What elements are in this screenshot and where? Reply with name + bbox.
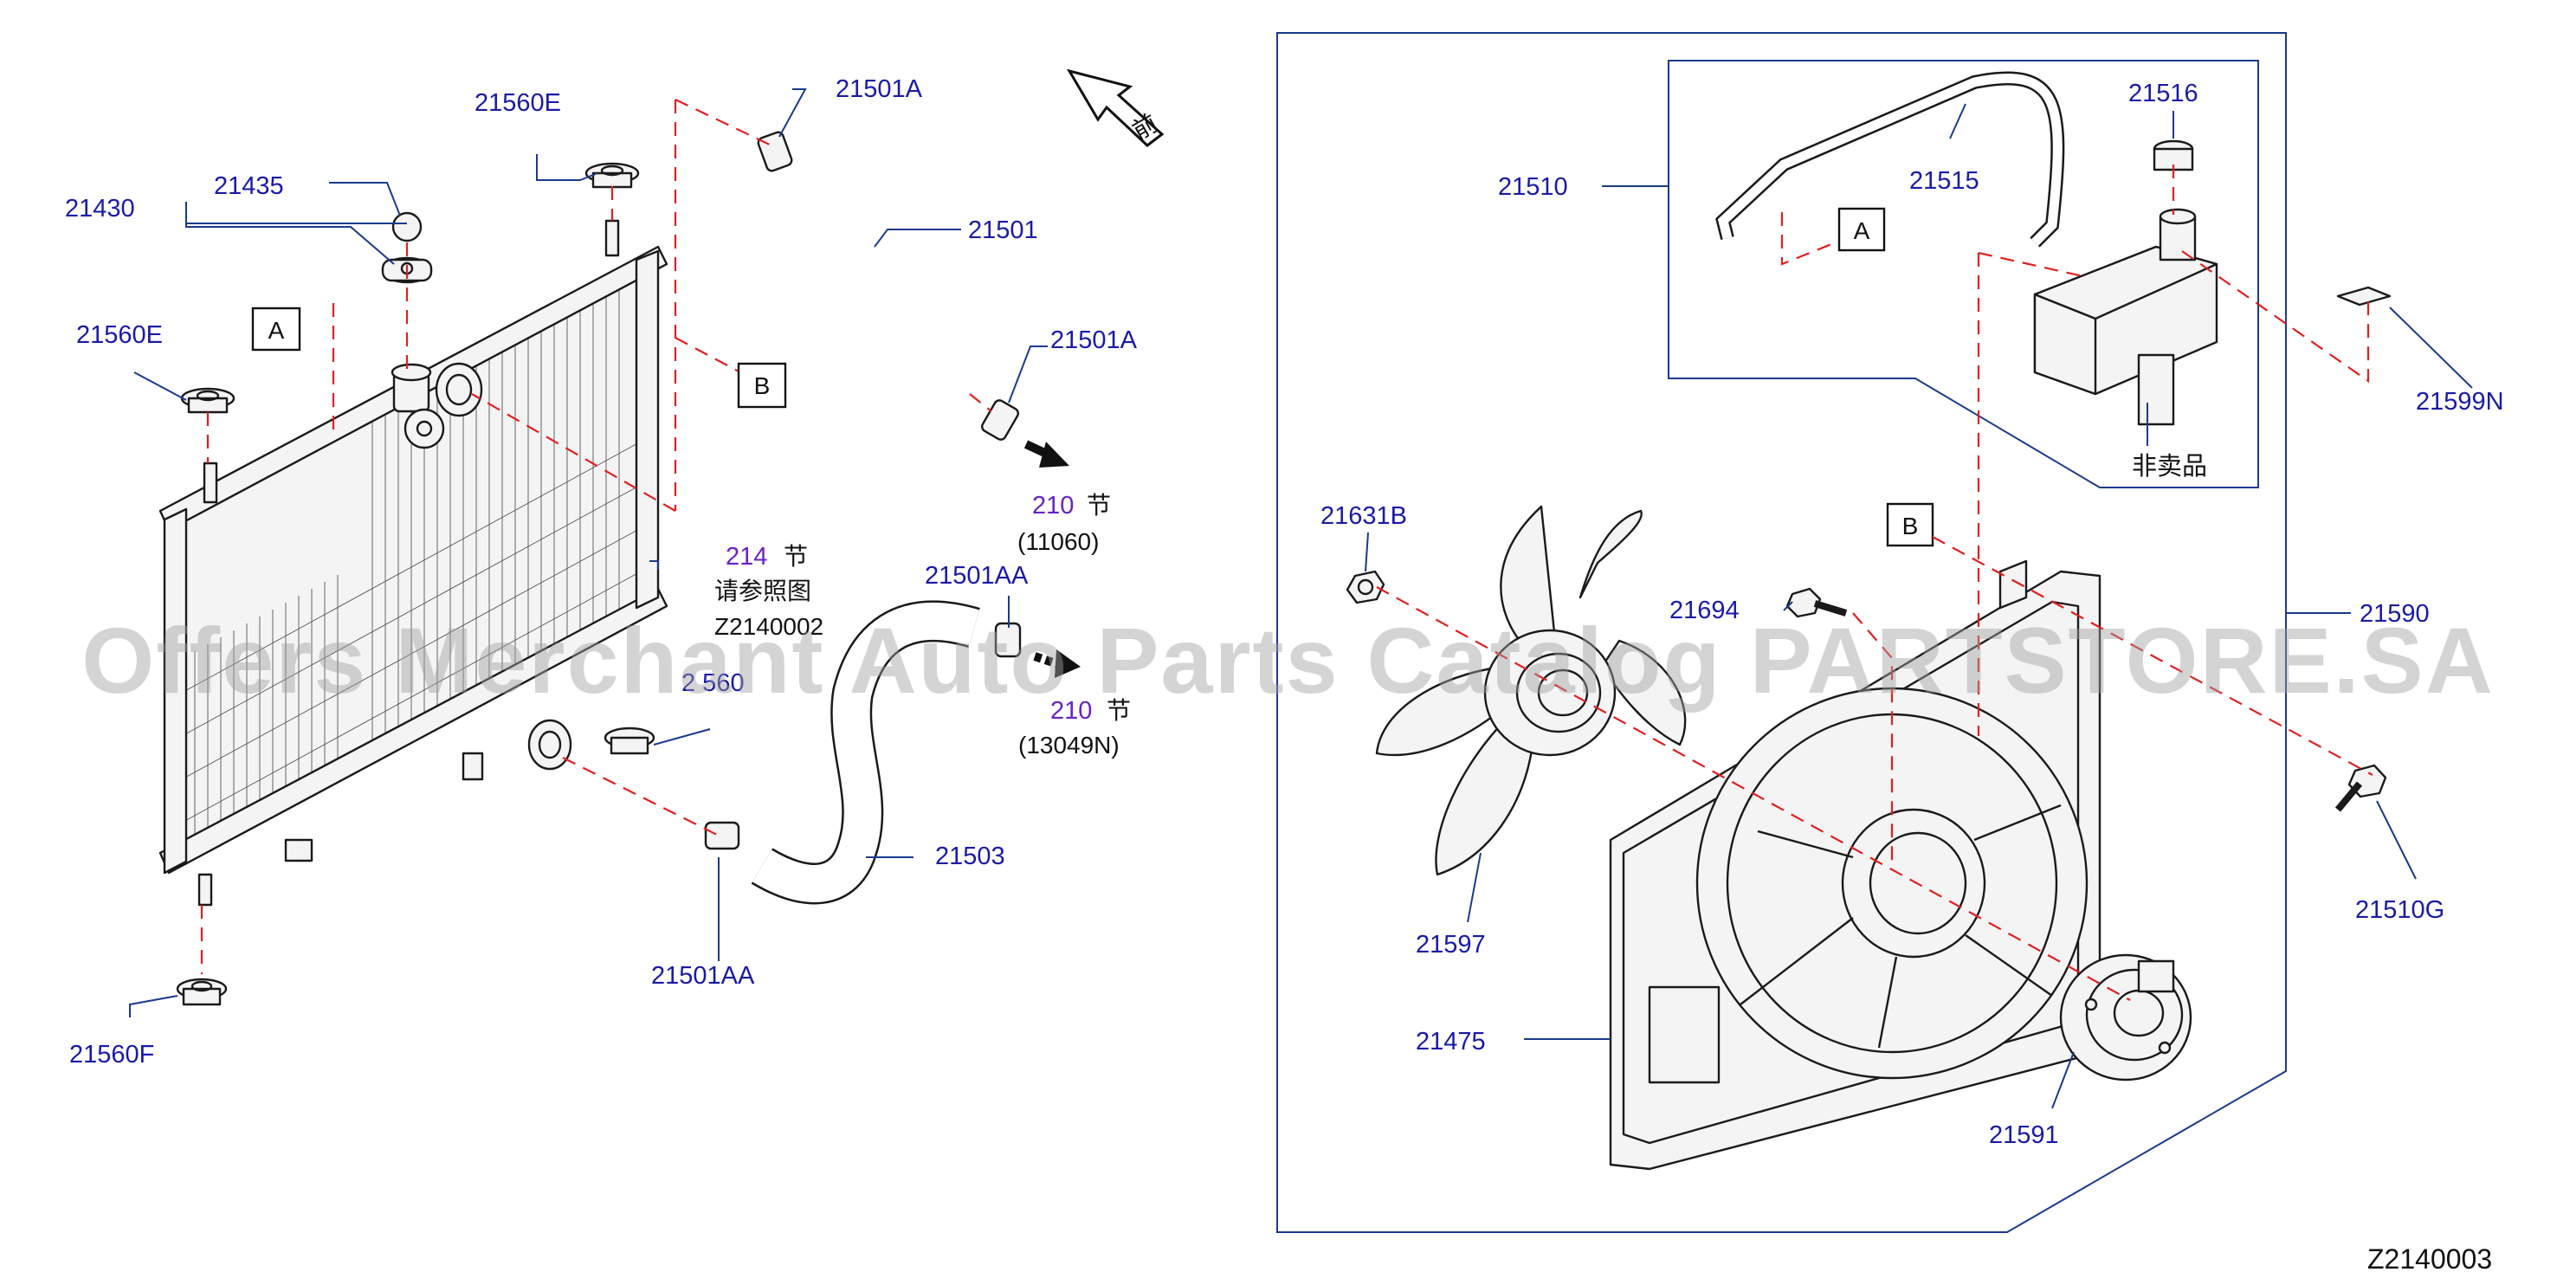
callout-21501aa-top: 21501AA	[925, 562, 1029, 590]
callout-21515: 21515	[1909, 167, 1979, 195]
ref-box-a-left	[251, 307, 301, 352]
radiator-right-tank	[635, 249, 660, 610]
hose-clamp-21501a-top	[757, 131, 793, 172]
callout-21599n: 21599N	[2416, 388, 2504, 416]
radiator-upper-outlet	[435, 362, 483, 417]
arrow-to-section-210-11060	[1023, 440, 1069, 468]
callout-21501aa-bottom: 21501AA	[651, 962, 755, 990]
diagram-code: Z2140003	[2367, 1243, 2492, 1275]
front-direction-arrow	[1066, 68, 1165, 147]
radiator	[158, 219, 668, 907]
shroud-bolt-21510g	[2334, 764, 2387, 812]
shroud-motor-mount	[1841, 808, 1986, 959]
section-ref-210-b-code: (13049N)	[1018, 732, 1120, 759]
overflow-hose	[1715, 71, 2065, 248]
reservoir-inset-frame	[1668, 60, 2259, 488]
grommet-21560-mid	[604, 726, 655, 755]
callout-21597: 21597	[1416, 931, 1486, 959]
callout-21560f: 21560F	[69, 1041, 154, 1069]
ref-box-b-left	[737, 362, 787, 409]
ref-box-a-right-letter: A	[1854, 217, 1870, 244]
leader-lines-left	[129, 88, 1048, 1017]
ref-box-a-left-letter: A	[268, 317, 285, 344]
callout-21510g: 21510G	[2355, 896, 2444, 924]
watermark: Offers Merchant Auto Parts Catalog PARTS…	[81, 608, 2495, 713]
section-ref-210-b-number: 210	[1050, 697, 1092, 725]
radiator-flange	[404, 408, 445, 449]
radiator-cap-seal	[391, 211, 423, 242]
section-ref-214-code: Z2140002	[714, 613, 823, 640]
radiator-bottom-pin	[197, 873, 213, 907]
callout-21631b: 21631B	[1320, 502, 1407, 530]
reservoir-tank	[2033, 208, 2218, 426]
section-ref-214-note: 请参照图	[714, 577, 811, 605]
callout-21501a-top: 21501A	[836, 75, 923, 103]
section-ref-210-b-char: 节	[1107, 696, 1131, 725]
shroud-bolt-21694	[1785, 587, 1848, 618]
radiator-left-tank	[163, 507, 188, 875]
callout-21516: 21516	[2128, 80, 2198, 107]
clip-21599n	[2336, 286, 2392, 307]
callout-21501: 21501	[968, 216, 1038, 244]
radiator-top-pin	[604, 219, 620, 257]
callout-21430: 21430	[65, 195, 135, 223]
section-ref-210-a-number: 210	[1032, 492, 1074, 520]
fan-motor	[2059, 953, 2192, 1082]
callout-21591: 21591	[1989, 1121, 2059, 1149]
section-ref-214-char: 节	[784, 542, 808, 571]
assembly-lines-left	[200, 99, 992, 974]
section-ref-214-number: 214	[726, 543, 767, 571]
callout-21435: 21435	[214, 172, 284, 200]
ref-box-b-left-letter: B	[754, 372, 771, 399]
callout-21475: 21475	[1416, 1028, 1486, 1056]
callout-21694: 21694	[1669, 597, 1740, 624]
radiator-left-pin	[203, 462, 218, 504]
grommet-21560e-top	[584, 162, 640, 189]
fan-nut	[1346, 570, 1385, 604]
fan-blade	[1375, 505, 1687, 876]
callout-21501a-lower: 21501A	[1050, 326, 1138, 354]
ref-box-b-right	[1886, 502, 1934, 547]
fan-shroud	[1609, 559, 2101, 1171]
grommet-21560e-left	[180, 387, 236, 414]
radiator-drain-cock	[284, 838, 313, 862]
radiator-lower-outlet	[527, 719, 572, 771]
callout-21560-mid: 2 560	[681, 669, 745, 697]
section-ref-210-a-char: 节	[1087, 491, 1111, 520]
ref-box-a-right	[1837, 207, 1886, 252]
arrow-to-section-210-13049n	[1033, 649, 1081, 678]
callout-21560e-top: 21560E	[475, 89, 561, 117]
callout-21503: 21503	[935, 843, 1005, 870]
not-sold-label: 非卖品	[2132, 451, 2207, 481]
hose-clamp-21501a-lower	[981, 399, 1019, 441]
section-ref-210-a-code: (11060)	[1017, 528, 1099, 555]
callout-21590: 21590	[2360, 600, 2430, 628]
assembly-lines-right	[1376, 165, 2373, 1001]
ref-box-b-right-letter: B	[1902, 513, 1919, 539]
grommet-21560f	[176, 978, 228, 1006]
leader-lines-right	[1365, 103, 2473, 1109]
callout-21560e-left: 21560E	[76, 321, 163, 349]
fan-shroud-assembly-frame	[1276, 32, 2287, 1233]
callout-21510: 21510	[1498, 173, 1568, 201]
hose-clamp-21501aa-bottom	[704, 821, 740, 850]
